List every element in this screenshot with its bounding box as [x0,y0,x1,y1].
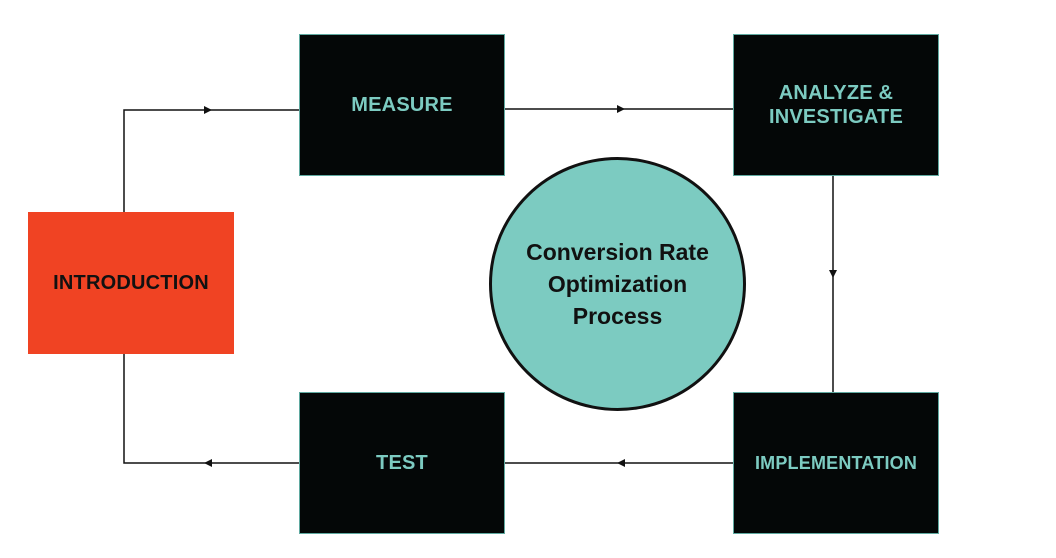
analyze-investigate-box: ANALYZE & INVESTIGATE [733,34,939,176]
introduction-label: INTRODUCTION [53,271,209,294]
test-label: TEST [376,452,428,474]
analyze-label-line-2: INVESTIGATE [768,106,904,128]
implementation-box: IMPLEMENTATION [733,392,939,534]
hub-label-line-1: Conversion Rate [526,239,709,265]
hub-label-line-2: Optimization [547,271,688,297]
connector-intro-to-measure [123,109,299,212]
test-box: TEST [299,392,505,534]
arrowhead-analyze-to-implementation [829,270,837,278]
arrowhead-implementation-to-test [617,459,625,467]
arrowhead-test-to-intro [204,459,212,467]
analyze-investigate-label: ANALYZE & INVESTIGATE [769,81,903,129]
arrowhead-intro-to-measure [204,106,212,114]
measure-box: MEASURE [299,34,505,176]
introduction-box: INTRODUCTION [28,212,234,354]
hub-label-line-3: Process [572,303,663,329]
cro-process-hub: Conversion Rate Optimization Process [489,157,746,411]
hub-label: Conversion Rate Optimization Process [526,236,709,332]
implementation-label: IMPLEMENTATION [754,453,918,473]
arrowhead-measure-to-analyze [617,105,625,113]
connector-test-to-intro [123,354,299,464]
measure-label: MEASURE [351,94,453,116]
analyze-label-line-1: ANALYZE & [778,82,894,104]
